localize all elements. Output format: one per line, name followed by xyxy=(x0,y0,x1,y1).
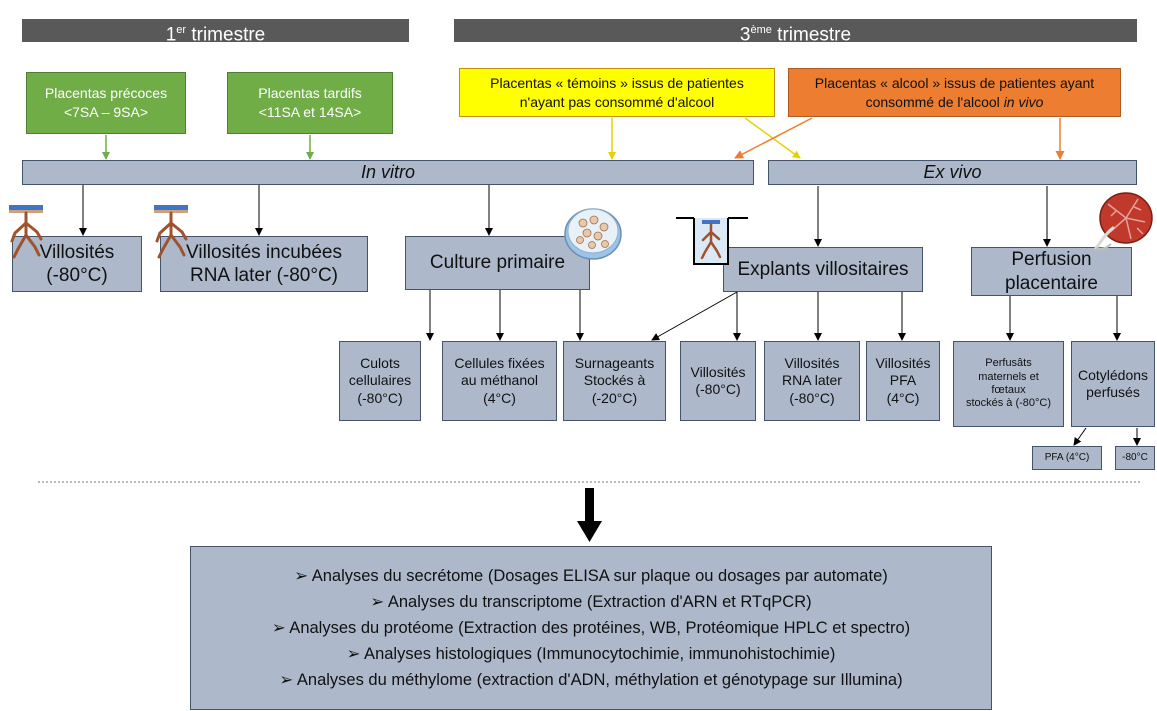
header-third-trimester: 3ème trimestre xyxy=(454,19,1137,45)
header-first-trimester: 1er trimestre xyxy=(22,19,409,45)
box-culture-primaire: Culture primaire xyxy=(405,236,590,290)
petri-dish-icon xyxy=(564,208,622,260)
villi-tissue-icon-2 xyxy=(154,205,188,259)
source-late-placentas: Placentas tardifs<11SA et 14SA> xyxy=(227,72,393,134)
ex-vivo-bar: Ex vivo xyxy=(768,160,1137,185)
source-early-placentas: Placentas précoces<7SA – 9SA> xyxy=(26,72,186,134)
analysis-secretome: ➢ Analyses du secrétome (Dosages ELISA s… xyxy=(294,567,888,585)
explant-well-icon xyxy=(676,217,748,265)
box-villosites-80: Villosités(-80°C) xyxy=(680,341,756,421)
analysis-methylome: ➢ Analyses du méthylome (extraction d'AD… xyxy=(279,671,903,689)
placenta-icon xyxy=(1094,192,1153,250)
source-control-placentas: Placentas « témoins » issus de patientes… xyxy=(459,68,775,117)
analysis-proteome: ➢ Analyses du protéome (Extraction des p… xyxy=(271,619,911,637)
in-vitro-bar: In vitro xyxy=(22,160,754,185)
source-alcohol-placentas: Placentas « alcool » issus de patientes … xyxy=(788,68,1121,117)
box-pfa-4c: PFA (4°C) xyxy=(1032,446,1102,470)
analyses-box: ➢ Analyses du secrétome (Dosages ELISA s… xyxy=(190,546,992,710)
box-explants-villositaires: Explants villositaires xyxy=(723,247,923,292)
villi-tissue-icon xyxy=(9,205,43,259)
analysis-transcriptome: ➢ Analyses du transcriptome (Extraction … xyxy=(370,593,812,611)
box-minus-80c: -80°C xyxy=(1115,446,1155,470)
analysis-histology: ➢ Analyses histologiques (Immunocytochim… xyxy=(346,645,836,663)
